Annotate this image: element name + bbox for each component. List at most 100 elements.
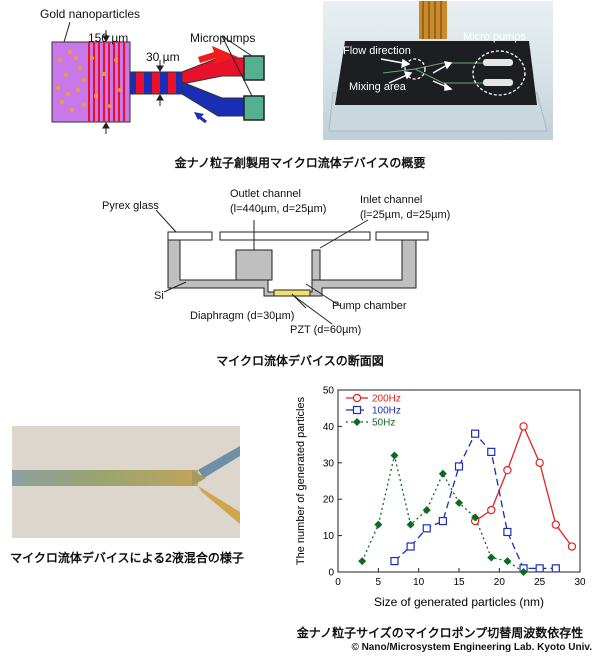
pyrex-glass-left	[167, 231, 213, 241]
pzt-block	[273, 289, 311, 297]
point-100hz	[471, 429, 480, 438]
micro-pumps-ellipse	[472, 50, 526, 96]
x-tick-label: 10	[413, 577, 425, 588]
x-tick-label: 30	[574, 577, 586, 588]
x-tick-label: 25	[534, 577, 546, 588]
black-chip	[335, 41, 537, 105]
pzt-label: PZT (d=60µm)	[290, 324, 362, 336]
point-100hz	[487, 447, 496, 456]
x-tick-label: 5	[376, 577, 382, 588]
inlet-channel-dims: (l=25µm, d=25µm)	[360, 209, 451, 221]
legend-marker-200hz	[352, 393, 362, 403]
legend-marker-100hz	[352, 405, 362, 415]
point-50hz	[471, 513, 480, 522]
y-tick-label: 10	[323, 531, 335, 542]
device-photo-svg	[328, 1, 548, 132]
pyrex-glass-middle	[219, 231, 371, 241]
outlet-channel-label: Outlet channel	[230, 188, 301, 200]
y-tick-label: 30	[323, 458, 335, 469]
point-200hz	[535, 458, 544, 468]
upper-branch	[198, 446, 240, 478]
micropumps-label: Micropumps	[190, 31, 256, 45]
caption-cross-section: マイクロ流体デバイスの断面図	[216, 354, 384, 368]
mixing-micrograph-svg	[12, 446, 240, 524]
pump-chamber-label: Pump chamber	[332, 300, 407, 312]
inlet-channel-label: Inlet channel	[360, 194, 423, 206]
bottom-micropump	[243, 95, 265, 121]
narrow-channel	[129, 71, 183, 95]
point-100hz	[535, 564, 544, 573]
blue-inlet-branch	[181, 81, 247, 117]
outlet-chamber	[51, 41, 131, 123]
y-tick-label: 20	[323, 495, 335, 506]
si-label: Si	[154, 290, 164, 302]
point-100hz	[454, 462, 464, 471]
x-tick-label: 0	[335, 577, 341, 588]
point-50hz	[438, 469, 447, 478]
legend-label-100hz: 100Hz	[372, 406, 401, 417]
diaphragm-label: Diaphragm (d=30µm)	[190, 310, 295, 322]
point-50hz	[406, 520, 415, 529]
y-tick-label: 40	[323, 422, 335, 433]
point-100hz	[438, 516, 447, 526]
device-photo: Flow direction Micro pumps Mixing area	[323, 1, 553, 140]
caption-chart: 金ナノ粒子サイズのマイクロポンプ切替周波数依存性	[296, 626, 584, 640]
y-axis-label: The number of generated particles	[295, 396, 307, 565]
width-30-label: 30 µm	[146, 50, 180, 64]
pyrex-glass-label: Pyrex glass	[102, 200, 159, 212]
point-100hz	[406, 542, 415, 551]
red-flow-arrow	[198, 46, 238, 64]
point-100hz	[422, 524, 431, 533]
point-200hz	[503, 465, 512, 475]
main-channel	[12, 470, 198, 486]
point-50hz	[503, 557, 512, 566]
point-50hz	[358, 557, 367, 566]
inlet-post	[311, 249, 321, 281]
mixing-micrograph	[12, 426, 240, 538]
point-100hz	[390, 556, 399, 566]
point-50hz	[455, 498, 463, 507]
lower-branch	[198, 486, 240, 524]
micro-pumps-photo-label: Micro pumps	[463, 31, 526, 43]
cross-section-svg	[155, 209, 429, 325]
point-200hz	[567, 542, 577, 551]
pump-leader-bottom	[221, 35, 253, 97]
dim-150-marker	[102, 30, 110, 134]
point-200hz	[519, 422, 528, 431]
point-100hz	[551, 564, 560, 573]
pump-leader-top	[221, 35, 253, 57]
series-layer	[358, 422, 577, 576]
x-tick-label: 20	[494, 577, 506, 588]
legend-label-200hz: 200Hz	[372, 394, 401, 405]
point-50hz	[374, 520, 383, 529]
ribbon-cable	[419, 1, 447, 39]
lamination-stripes	[88, 42, 125, 122]
x-axis-label: Size of generated particles (nm)	[374, 595, 544, 609]
outlet-post	[235, 249, 273, 281]
flow-direction-label: Flow direction	[343, 45, 411, 57]
pyrex-glass-right	[375, 231, 429, 241]
point-200hz	[487, 505, 496, 515]
top-micropump	[243, 55, 265, 81]
gold-leader-line	[63, 21, 71, 43]
caption-mixing: マイクロ流体デバイスによる2液混合の様子	[10, 551, 244, 565]
mixer-schematic: Gold nanoparticles 150 µm 30 µm Micropum…	[0, 0, 290, 150]
mixer-schematic-svg	[51, 21, 265, 134]
caption-overview: 金ナノ粒子創製用マイクロ流体デバイスの概要	[174, 156, 426, 170]
gold-nanoparticle-dots	[56, 50, 122, 112]
point-50hz	[519, 568, 528, 576]
x-tick-label: 15	[453, 577, 465, 588]
legend-label-50hz: 50Hz	[372, 418, 395, 429]
dim-30-marker	[156, 60, 164, 106]
mixing-area-label: Mixing area	[349, 81, 406, 93]
point-100hz	[503, 527, 512, 537]
blue-flow-arrowhead	[194, 112, 204, 120]
series-line-100hz	[394, 432, 556, 570]
outlet-channel-dims: (l=440µm, d=25µm)	[230, 203, 327, 215]
point-50hz	[390, 451, 399, 460]
point-200hz	[551, 520, 560, 529]
silicon-body	[167, 239, 417, 297]
